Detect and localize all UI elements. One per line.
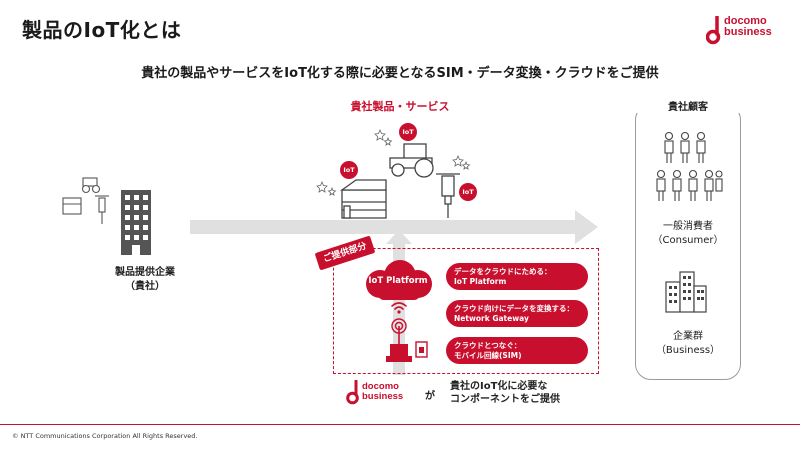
iot-badge: IoT: [462, 188, 474, 196]
buildings-icon: [665, 271, 707, 313]
company-label: 製品提供企業 （貴社）: [115, 267, 175, 292]
cloud-label: IoT Platform: [368, 276, 428, 286]
component-mobile-sim: クラウドとつなぐ：モバイル回線(SIM): [446, 337, 588, 364]
iot-badge: IoT: [402, 128, 414, 136]
component-iot-platform: データをクラウドにためる：IoT Platform: [446, 263, 588, 290]
subtitle: 貴社の製品やサービスをIoT化する際に必要となるSIM・データ変換・クラウドをご…: [141, 66, 659, 81]
cloud-icon: [366, 260, 432, 300]
customer-box: [635, 104, 741, 380]
iot-products: [316, 123, 477, 219]
gateway-icons: [386, 302, 428, 362]
people-icon: [656, 131, 723, 201]
footer-divider: [0, 424, 800, 425]
page-title: 製品のIoT化とは: [22, 18, 182, 42]
business-label: 企業群 （Business）: [655, 331, 721, 356]
bottom-message: 貴社のIoT化に必要な コンポーネントをご提供: [450, 381, 560, 405]
flow-arrow: [190, 210, 598, 244]
provided-section: [333, 248, 599, 374]
iot-badge: IoT: [343, 166, 355, 174]
ga-particle: が: [425, 391, 435, 402]
product-service-label: 貴社製品・サービス: [350, 100, 450, 113]
component-network-gateway: クラウド向けにデータを変換する：Network Gateway: [446, 300, 588, 327]
consumer-label: 一般消費者 （Consumer）: [652, 221, 724, 246]
company-icons: [62, 177, 151, 255]
copyright: © NTT Communications Corporation All Rig…: [12, 432, 198, 440]
customer-title: 貴社顧客: [635, 98, 741, 113]
